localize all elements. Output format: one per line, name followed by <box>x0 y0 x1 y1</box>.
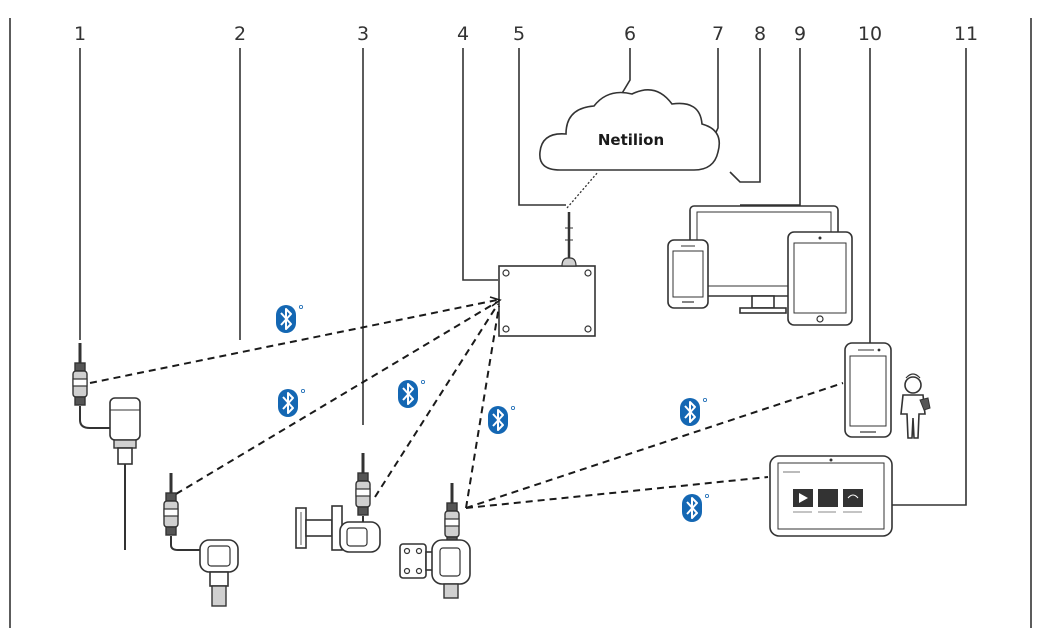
leader-lines <box>79 48 967 506</box>
callout-2: 2 <box>234 23 246 45</box>
callout-3: 3 <box>357 23 369 45</box>
diagram-frame <box>9 18 1032 628</box>
flowmeter-device <box>295 452 381 553</box>
bluetooth-icon <box>679 397 708 427</box>
rugged-tablet <box>769 455 893 537</box>
callout-10: 10 <box>858 23 882 45</box>
bluetooth-icon <box>277 388 306 418</box>
cloud-label: Netilion <box>598 131 664 149</box>
bluetooth-icon <box>681 493 710 523</box>
tablet-device <box>787 231 853 326</box>
bluetooth-icons <box>275 304 710 523</box>
callout-6: 6 <box>624 23 636 45</box>
wireless-links <box>89 296 844 509</box>
gateway-cloud-link <box>566 171 599 209</box>
gateway-device <box>498 212 596 337</box>
callout-9: 9 <box>794 23 806 45</box>
smartphone-device <box>667 239 709 309</box>
bluetooth-icon <box>397 379 426 409</box>
netilion-cloud: Netilion <box>539 88 721 171</box>
level-sensor-device <box>72 342 141 550</box>
callout-8: 8 <box>754 23 766 45</box>
callout-4: 4 <box>457 23 469 45</box>
callout-7: 7 <box>712 23 724 45</box>
operator-smartphone <box>844 342 892 438</box>
operator-figure <box>900 373 931 439</box>
callout-5: 5 <box>513 23 525 45</box>
pressure-transmitter-device <box>163 472 239 607</box>
bluetooth-icon <box>275 304 304 334</box>
callout-11: 11 <box>954 23 978 45</box>
differential-pressure-device <box>399 482 471 599</box>
callout-1: 1 <box>74 23 86 45</box>
callout-numbers: 1 2 3 4 5 6 7 8 9 10 11 <box>74 23 978 45</box>
bluetooth-icon <box>487 405 516 435</box>
